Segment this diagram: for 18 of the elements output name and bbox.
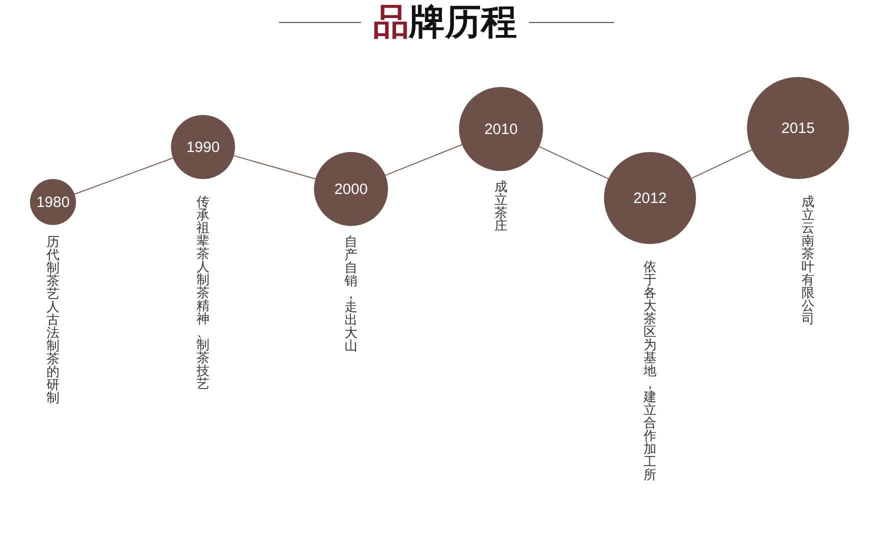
year-circle: 2010 [459,87,543,171]
milestone-text: 依于各大茶区为基地，建立合作加工所 [644,261,656,482]
title: 品牌历程 [373,0,517,44]
connector-line [538,146,609,180]
milestone-text: 自产自销，走出大山 [344,236,358,353]
year-circle: 2000 [314,152,388,226]
year-circle: 1990 [171,115,235,179]
milestone-text: 成立云南茶叶有限公司 [802,196,814,326]
year-circle: 2015 [747,77,849,179]
connector-line [384,144,462,176]
year-circle: 1980 [30,179,76,225]
milestone-text: 历代制茶艺人古法制茶的研制 [46,236,60,405]
connector-line [691,149,752,179]
connector-line [74,158,174,195]
milestone-text: 传承祖辈茶人制茶精神、制茶技艺 [196,196,210,391]
connector-line [233,155,316,180]
milestone-text: 成立茶庄 [494,181,508,233]
year-circle: 2012 [604,152,696,244]
